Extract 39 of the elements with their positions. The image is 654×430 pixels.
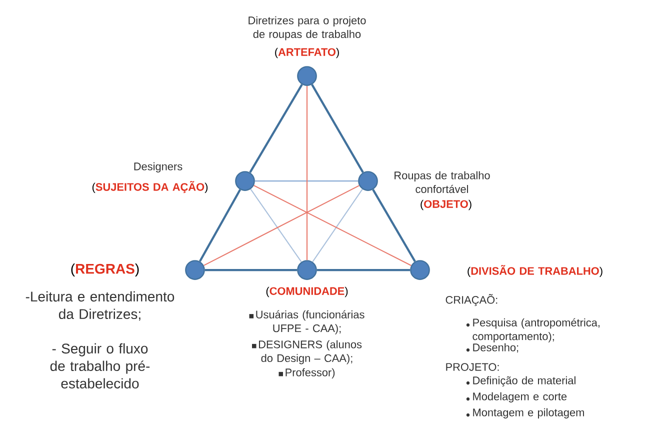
triangle-side <box>198 189 242 262</box>
node-caption: -Leitura e entendimento da Diretrizes; <box>26 291 174 321</box>
node-caption: Roupas de trabalho confortável <box>394 171 490 194</box>
triangle-side <box>316 268 410 272</box>
connecting-line <box>254 185 412 266</box>
node-circle <box>410 260 430 280</box>
connecting-line <box>306 86 308 260</box>
node-caption: Designers <box>134 162 182 172</box>
node-circle <box>185 260 205 280</box>
category-heading: (COMUNIDADE) <box>266 286 348 298</box>
triangle-side <box>249 84 303 173</box>
node-circle <box>297 66 317 86</box>
category-heading: (ARTEFATO) <box>275 48 339 58</box>
category-heading: (DIVISÃO DE TRABALHO) <box>468 265 602 277</box>
bullet-item: DESIGNERS (alunos do Design – CAA); <box>252 340 362 364</box>
bullet-item: Professor) <box>278 368 335 378</box>
bullet-item: Usuárias (funcionárias UFPE - CAA); <box>249 310 364 334</box>
group-label: CRIAÇAÕ: <box>446 294 498 306</box>
group-label: PROJETO: <box>446 363 499 371</box>
bullet-item: Desenho; <box>466 343 518 353</box>
node-caption: - Seguir o fluxo de trabalho pré-estabelecido <box>50 343 150 388</box>
node-circle <box>358 171 378 191</box>
category-heading: (OBJETO) <box>420 200 472 210</box>
bullet-item: Definição de material <box>466 376 576 387</box>
connecting-line <box>254 180 358 182</box>
connecting-line <box>250 188 302 262</box>
triangle-side <box>204 268 298 272</box>
triangle-side <box>372 189 416 262</box>
category-heading: (REGRAS) <box>71 263 139 277</box>
category-heading: (SUJEITOS DA AÇÃO) <box>92 181 208 194</box>
bullet-item: Modelagem e corte <box>466 392 567 402</box>
connecting-line <box>204 185 360 266</box>
bullet-item: Montagem e pilotagem <box>466 408 584 418</box>
connecting-line <box>312 188 363 262</box>
node-caption: Diretrizes para o projeto de roupas de trabalho <box>248 16 366 40</box>
node-circle <box>235 171 255 191</box>
node-circle <box>297 260 317 280</box>
triangle-side <box>311 84 364 173</box>
bullet-item: Pesquisa (antropométrica, comportamento); <box>466 318 600 342</box>
